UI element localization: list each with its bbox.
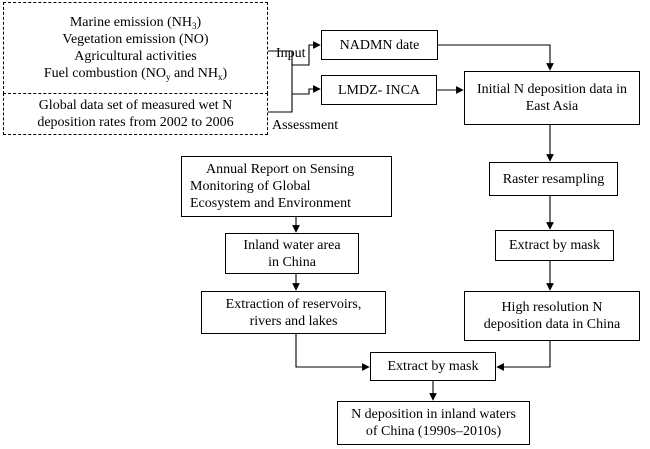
initial-box-line-2: East Asia xyxy=(525,99,579,114)
global-box-line-2: deposition rates from 2002 to 2006 xyxy=(37,115,234,130)
connector-highres-to-extract-bottom xyxy=(496,341,551,371)
inland-box-line-2: in China xyxy=(268,254,316,270)
connector-extraction-to-extract-bottom xyxy=(295,334,370,371)
result-box-line-1: N deposition in inland waters xyxy=(351,407,516,422)
extract-right-box-label: Extract by mask xyxy=(509,238,600,253)
emission-line-vegetation: Vegetation emission (NO) xyxy=(62,32,209,47)
extract-bottom-box-label: Extract by mask xyxy=(387,359,479,374)
inland-box-line-1: Inland water area xyxy=(243,237,341,253)
extraction-box-line-2: rivers and lakes xyxy=(249,313,338,329)
raster-box-label: Raster resampling xyxy=(502,171,605,187)
lmdz-box-label: LMDZ- INCA xyxy=(337,82,421,98)
annual-box-line-3: Ecosystem and Environment xyxy=(190,196,351,211)
annual-report-box: Annual Report on Sensing Monitoring of G… xyxy=(181,156,392,217)
annual-box-line-1: Annual Report on Sensing xyxy=(206,162,355,177)
extraction-reservoirs-box: Extraction of reservoirs, rivers and lak… xyxy=(201,291,386,334)
high-res-box-line-1: High resolution N xyxy=(501,300,603,315)
connector-inputs-to-bracket xyxy=(268,50,293,113)
initial-box-line-1: Initial N deposition data in xyxy=(476,82,628,97)
emission-line-fuel: Fuel combustion (NOy and NHx) xyxy=(43,66,228,82)
lmdz-inca-box: LMDZ- INCA xyxy=(321,75,437,105)
extraction-box-line-1: Extraction of reservoirs, xyxy=(225,296,362,312)
emission-line-agricultural: Agricultural activities xyxy=(74,49,197,64)
annual-box-line-2: Monitoring of Global xyxy=(190,179,311,194)
input-edge-label: Input xyxy=(276,46,306,61)
emission-line-marine: Marine emission (NH3) xyxy=(69,15,202,31)
connector-bracket-to-lmdz xyxy=(292,85,321,95)
result-box-line-2: of China (1990s–2010s) xyxy=(365,424,502,439)
raster-resampling-box: Raster resampling xyxy=(489,162,618,196)
inland-waters-result-box: N deposition in inland waters of China (… xyxy=(337,401,530,445)
high-res-box-line-2: deposition data in China xyxy=(483,317,621,332)
high-resolution-n-box: High resolution N deposition data in Chi… xyxy=(464,291,640,341)
connector-bracket-to-nadmn xyxy=(292,41,321,66)
extract-by-mask-right-box: Extract by mask xyxy=(495,230,614,261)
emission-sources-box: Marine emission (NH3) Vegetation emissio… xyxy=(3,2,268,94)
nadmn-box-label: NADMN date xyxy=(339,37,420,53)
inland-water-area-box: Inland water area in China xyxy=(225,233,359,274)
nadmn-date-box: NADMN date xyxy=(321,30,438,60)
extract-by-mask-bottom-box: Extract by mask xyxy=(370,352,496,381)
initial-n-deposition-box: Initial N deposition data in East Asia xyxy=(464,71,640,125)
assessment-edge-label: Assessment xyxy=(272,118,339,133)
global-wet-deposition-box: Global data set of measured wet N deposi… xyxy=(3,93,268,135)
connector-nadmn-to-initial xyxy=(438,44,554,71)
global-box-line-1: Global data set of measured wet N xyxy=(38,98,233,113)
